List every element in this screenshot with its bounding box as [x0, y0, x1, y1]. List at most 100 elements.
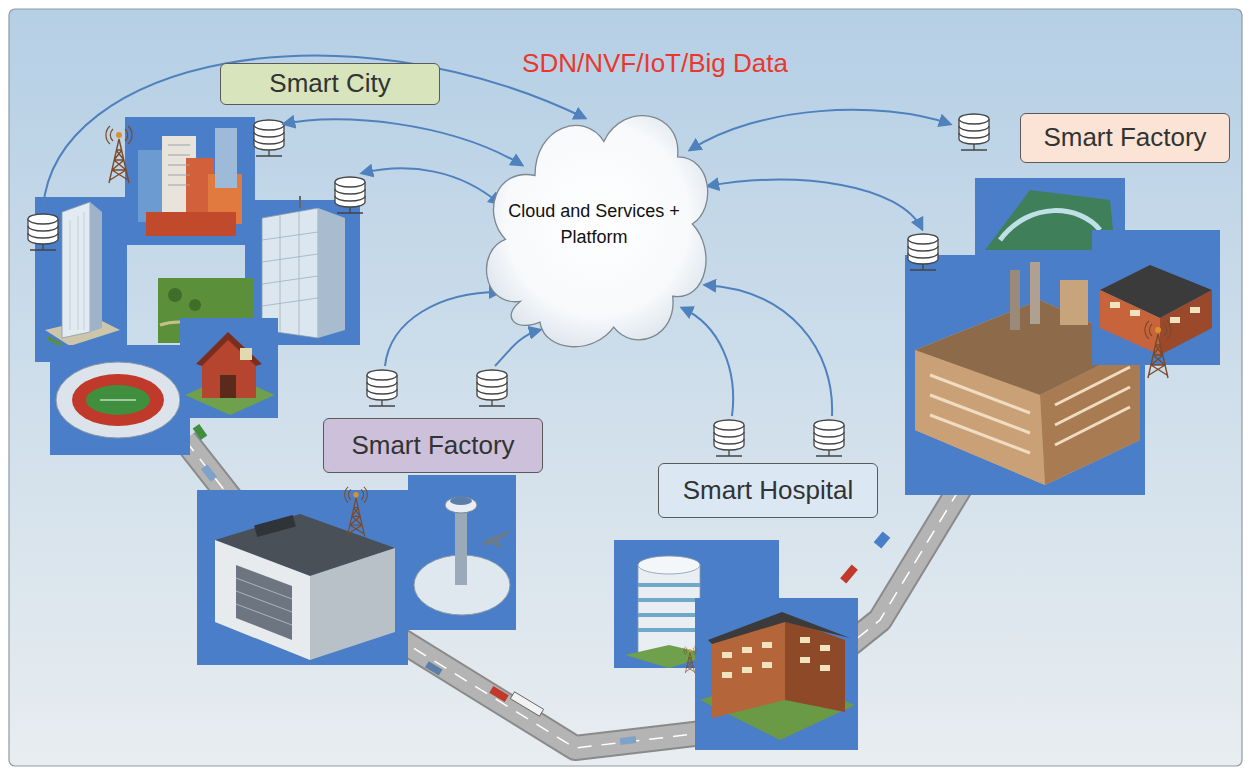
database-icon [28, 114, 989, 456]
park-illustration [168, 288, 182, 302]
city-skyline-illustration [125, 117, 255, 245]
antenna-tower [684, 646, 696, 673]
office-tower-illustration [62, 202, 90, 338]
domain-box: Smart Factory [323, 418, 543, 473]
data-link-arrow [690, 110, 950, 150]
node-text: Smart Factory [1043, 123, 1206, 153]
airport-illustration [408, 475, 516, 630]
office-tower-illustration [90, 202, 102, 332]
diagram-title: SDN/NVF/IoT/Big Data [522, 48, 788, 79]
glass-building-illustration [262, 212, 318, 335]
road [489, 686, 509, 702]
barn-illustration [180, 318, 278, 418]
database-icon [959, 114, 989, 150]
airport-illustration [483, 530, 511, 548]
database-icon [814, 420, 844, 456]
barn-illustration [180, 318, 278, 418]
domain-box: Smart City [220, 63, 440, 105]
cloud-shape [476, 95, 712, 353]
stadium-illustration [86, 385, 150, 415]
barn-illustration [185, 375, 275, 415]
airport-illustration [408, 475, 516, 630]
airport-illustration [450, 497, 472, 505]
domain-box: Smart Factory [1020, 113, 1230, 163]
data-link-arrow [682, 308, 733, 416]
node-text: Smart Hospital [683, 476, 854, 506]
hospital-building-illustration [695, 598, 858, 750]
glass-building-illustration [318, 208, 345, 338]
warehouse-illustration [1000, 211, 1100, 240]
hospital-tower-illustration [638, 585, 700, 630]
domain-box: Smart Hospital [658, 463, 878, 518]
factory-building-illustration [236, 578, 292, 625]
hospital-building-illustration [708, 612, 850, 644]
antenna-tower [106, 126, 132, 183]
database-icon [714, 420, 744, 456]
factory-building-illustration [197, 490, 408, 665]
data-link-arrow [284, 119, 522, 165]
park-illustration [189, 299, 201, 311]
hospital-tower-illustration [638, 565, 700, 653]
city-skyline-illustration [146, 212, 236, 236]
data-link-arrow [362, 168, 500, 204]
hospital-building-illustration [785, 618, 845, 712]
barn-illustration [202, 338, 256, 398]
factory-plant-illustration [1010, 270, 1020, 330]
office-building-illustration [1100, 290, 1160, 355]
office-tower-illustration [70, 212, 84, 330]
factory-building-illustration [197, 490, 408, 665]
antenna-tower [1145, 321, 1171, 378]
factory-plant-illustration [1060, 280, 1088, 325]
barn-illustration [240, 348, 252, 360]
data-link-arrow [495, 330, 540, 366]
road [510, 692, 543, 716]
stadium-illustration [50, 345, 190, 455]
stadium-illustration [100, 400, 136, 401]
factory-building-illustration [310, 548, 395, 660]
node-text: Cloud and Services + Platform [507, 198, 682, 250]
database-icon [335, 177, 365, 213]
city-skyline-illustration [138, 150, 166, 222]
stadium-illustration [72, 374, 164, 426]
barn-illustration [220, 375, 236, 398]
road [425, 661, 442, 675]
antenna-tower [106, 126, 1171, 673]
stadium-illustration [56, 362, 180, 438]
database-icon [28, 214, 58, 250]
database-icon [254, 120, 284, 156]
hospital-building-illustration [695, 598, 858, 750]
city-skyline-illustration [125, 117, 255, 245]
cloud-platform: Cloud and Services + Platform [476, 95, 712, 353]
hospital-tower-illustration [638, 556, 700, 574]
road [193, 424, 208, 440]
road [840, 565, 858, 584]
glass-building-illustration [299, 196, 301, 208]
panel-frame [9, 9, 1242, 766]
barn-illustration [196, 332, 262, 366]
database-icon [908, 234, 938, 270]
antenna-tower [345, 487, 368, 536]
road [874, 531, 891, 548]
factory-building-illustration [254, 515, 296, 537]
factory-building-illustration [236, 565, 292, 640]
data-link-arrow [43, 56, 950, 416]
office-building-illustration [1110, 305, 1200, 320]
node-text: Smart Factory [351, 431, 514, 461]
database-icon [477, 370, 507, 406]
road [201, 464, 217, 482]
data-link-arrow [385, 292, 500, 366]
database-icon [367, 370, 397, 406]
cloud-shape [487, 116, 708, 347]
airport-illustration [445, 497, 477, 513]
airport-illustration [455, 505, 467, 585]
city-skyline-illustration [168, 145, 190, 185]
hospital-building-illustration [722, 640, 830, 675]
city-skyline-illustration [215, 128, 237, 188]
stadium-illustration [50, 345, 190, 455]
factory-building-illustration [215, 540, 310, 660]
road [620, 736, 637, 745]
factory-plant-illustration [1030, 262, 1040, 324]
